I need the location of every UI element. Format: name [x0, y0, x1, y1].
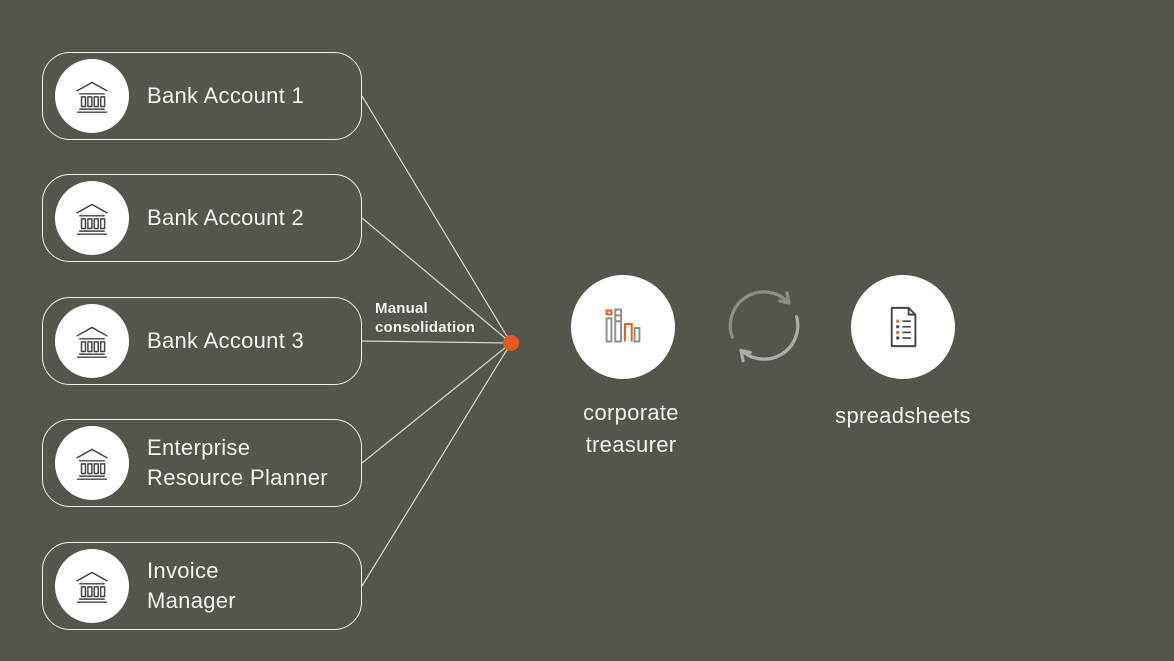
node-icon-circle	[55, 181, 129, 255]
connection-line-bank3	[361, 340, 512, 344]
node-label: Bank Account 3	[147, 328, 305, 354]
connection-line-invoice	[361, 342, 512, 587]
spreadsheets-label: spreadsheets	[835, 403, 971, 428]
node-enterprise-resource-planner: Enterprise Resource Planner	[42, 419, 362, 507]
bar-chart-buildings-icon	[605, 308, 641, 343]
node-label: Invoice Manager	[147, 558, 236, 613]
bank-icon	[76, 203, 108, 235]
bank-icon	[76, 81, 108, 113]
node-invoice-manager: Invoice Manager	[42, 542, 362, 630]
node-bank-account-1: Bank Account 1	[42, 52, 362, 140]
bank-icon	[76, 571, 108, 603]
corporate-treasurer-node	[571, 275, 675, 379]
node-icon-circle	[55, 549, 129, 623]
spreadsheets-node	[851, 275, 955, 379]
node-bank-account-3: Bank Account 3	[42, 297, 362, 385]
node-label: Bank Account 1	[147, 83, 305, 109]
bank-icon	[76, 326, 108, 358]
document-list-icon	[890, 306, 917, 348]
connection-line-erp	[361, 342, 512, 464]
sync-cycle-icon	[714, 276, 816, 378]
node-icon-circle	[55, 426, 129, 500]
corporate-treasurer-label: corporate treasurer	[583, 400, 679, 457]
consolidation-point-dot	[503, 335, 519, 351]
bank-icon	[76, 448, 108, 480]
node-label: Enterprise Resource Planner	[147, 435, 328, 490]
node-icon-circle	[55, 304, 129, 378]
manual-consolidation-label: Manual consolidation	[375, 300, 476, 336]
node-bank-account-2: Bank Account 2	[42, 174, 362, 262]
node-label: Bank Account 2	[147, 205, 305, 231]
node-icon-circle	[55, 59, 129, 133]
